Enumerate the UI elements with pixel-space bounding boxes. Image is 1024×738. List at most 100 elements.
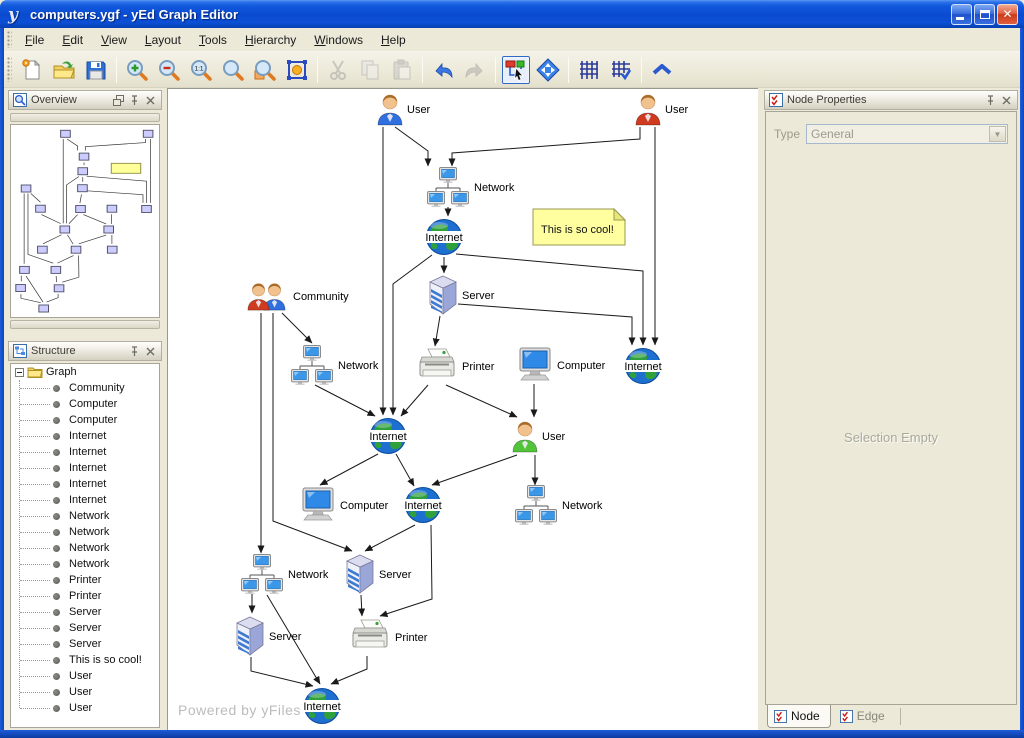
- graph-edge[interactable]: [452, 127, 640, 166]
- tree-item-computer[interactable]: Computer: [11, 412, 159, 428]
- graph-node-internet-4[interactable]: Internet: [399, 488, 448, 523]
- tree-item-user[interactable]: User: [11, 684, 159, 700]
- tab-node[interactable]: Node: [767, 705, 831, 728]
- overview-close-button[interactable]: [143, 93, 157, 107]
- graph-node-computer-1[interactable]: Computer: [520, 348, 606, 380]
- graph-edge[interactable]: [396, 454, 414, 486]
- tree-item-network[interactable]: Network: [11, 508, 159, 524]
- graph-node-internet-3[interactable]: Internet: [364, 419, 413, 454]
- tree-item-server[interactable]: Server: [11, 620, 159, 636]
- tree-item-internet[interactable]: Internet: [11, 476, 159, 492]
- graph-edge[interactable]: [251, 657, 313, 686]
- overview-scrollbar-top[interactable]: [10, 113, 160, 122]
- properties-close-button[interactable]: [999, 93, 1013, 107]
- zoom-out-button[interactable]: [155, 56, 183, 84]
- menu-item-tools[interactable]: Tools: [190, 30, 236, 50]
- close-button[interactable]: ✕: [997, 4, 1018, 25]
- tree-item-network[interactable]: Network: [11, 556, 159, 572]
- graph-node-network-2[interactable]: Network: [292, 346, 379, 385]
- overview-float-button[interactable]: [111, 93, 125, 107]
- graph-edge[interactable]: [393, 255, 432, 415]
- graph-edge[interactable]: [315, 385, 375, 416]
- overview-pin-button[interactable]: [127, 93, 141, 107]
- graph-node-user-2[interactable]: User: [636, 95, 689, 125]
- graph-node-note-1[interactable]: This is so cool!: [533, 209, 625, 245]
- overview-scrollbar-bottom[interactable]: [10, 320, 160, 329]
- graph-node-server-3[interactable]: Server: [237, 617, 302, 655]
- graph-node-network-3[interactable]: Network: [516, 486, 603, 525]
- tree-item-internet[interactable]: Internet: [11, 444, 159, 460]
- menu-item-file[interactable]: File: [16, 30, 53, 50]
- maximize-button[interactable]: [974, 4, 995, 25]
- graph-node-internet-2[interactable]: Internet: [619, 349, 668, 384]
- graph-canvas[interactable]: UserUserNetworkInternetThis is so cool!C…: [167, 88, 758, 730]
- collapse-toolbar-button[interactable]: [648, 56, 676, 84]
- menu-item-help[interactable]: Help: [372, 30, 415, 50]
- undo-button[interactable]: [429, 56, 457, 84]
- fit-node-to-label-button[interactable]: [283, 56, 311, 84]
- graph-node-internet-5[interactable]: Internet: [298, 689, 347, 724]
- graph-node-server-2[interactable]: Server: [347, 555, 412, 593]
- tree-item-printer[interactable]: Printer: [11, 572, 159, 588]
- menu-item-hierarchy[interactable]: Hierarchy: [236, 30, 305, 50]
- menu-item-windows[interactable]: Windows: [305, 30, 372, 50]
- graph-node-printer-2[interactable]: Printer: [353, 620, 428, 647]
- tree-expander-icon[interactable]: [15, 368, 24, 377]
- toolbar-grip[interactable]: [7, 57, 12, 82]
- zoom-to-selection-button[interactable]: [251, 56, 279, 84]
- structure-panel-titlebar[interactable]: Structure: [8, 341, 162, 361]
- window-titlebar[interactable]: y computers.ygf - yEd Graph Editor ✕: [0, 0, 1024, 28]
- node-type-combobox[interactable]: General ▼: [806, 124, 1008, 144]
- tree-item-user[interactable]: User: [11, 668, 159, 684]
- tree-item-internet[interactable]: Internet: [11, 460, 159, 476]
- graph-edge[interactable]: [446, 385, 517, 417]
- open-button[interactable]: [50, 56, 78, 84]
- structure-close-button[interactable]: [143, 344, 157, 358]
- graph-node-user-1[interactable]: User: [378, 95, 431, 125]
- zoom-in-button[interactable]: [123, 56, 151, 84]
- tree-item-this-is-so-cool[interactable]: This is so cool!: [11, 652, 159, 668]
- graph-node-server-1[interactable]: Server: [430, 276, 495, 314]
- new-button[interactable]: [18, 56, 46, 84]
- zoom-actual-size-button[interactable]: [187, 56, 215, 84]
- graph-edge[interactable]: [282, 313, 312, 343]
- graph-node-printer-1[interactable]: Printer: [420, 349, 495, 376]
- graph-node-network-1[interactable]: Network: [428, 168, 515, 207]
- menubar-grip[interactable]: [7, 31, 12, 47]
- graph-node-internet-1[interactable]: Internet: [420, 220, 469, 255]
- tree-item-printer[interactable]: Printer: [11, 588, 159, 604]
- graph-edge[interactable]: [458, 304, 632, 345]
- graph-edge[interactable]: [432, 455, 517, 485]
- graph-node-user-3[interactable]: User: [513, 422, 566, 452]
- layout-tool-button[interactable]: [502, 56, 530, 84]
- overview-minimap[interactable]: [10, 124, 160, 318]
- overview-panel-titlebar[interactable]: Overview: [8, 90, 162, 110]
- graph-node-network-4[interactable]: Network: [242, 555, 329, 594]
- tree-item-server[interactable]: Server: [11, 636, 159, 652]
- graph-edge[interactable]: [320, 454, 378, 485]
- tree-item-network[interactable]: Network: [11, 524, 159, 540]
- tree-root-graph[interactable]: Graph: [11, 364, 159, 380]
- menu-item-view[interactable]: View: [92, 30, 136, 50]
- tree-item-user[interactable]: User: [11, 700, 159, 716]
- graph-edge[interactable]: [401, 385, 428, 416]
- tree-item-internet[interactable]: Internet: [11, 428, 159, 444]
- tab-edge[interactable]: Edge: [833, 705, 896, 728]
- snap-to-grid-button[interactable]: [607, 56, 635, 84]
- menu-item-edit[interactable]: Edit: [53, 30, 92, 50]
- navigate-button[interactable]: [534, 56, 562, 84]
- tree-item-network[interactable]: Network: [11, 540, 159, 556]
- tree-item-computer[interactable]: Computer: [11, 396, 159, 412]
- tree-item-internet[interactable]: Internet: [11, 492, 159, 508]
- graph-edge[interactable]: [331, 656, 367, 684]
- grid-button[interactable]: [575, 56, 603, 84]
- graph-edge[interactable]: [395, 127, 428, 166]
- graph-node-computer-2[interactable]: Computer: [303, 488, 389, 520]
- tree-item-community[interactable]: Community: [11, 380, 159, 396]
- properties-panel-titlebar[interactable]: Node Properties: [764, 90, 1018, 110]
- graph-edge[interactable]: [365, 525, 415, 551]
- structure-pin-button[interactable]: [127, 344, 141, 358]
- graph-node-community-1[interactable]: Community: [248, 284, 349, 310]
- zoom-fit-button[interactable]: [219, 56, 247, 84]
- menu-item-layout[interactable]: Layout: [136, 30, 190, 50]
